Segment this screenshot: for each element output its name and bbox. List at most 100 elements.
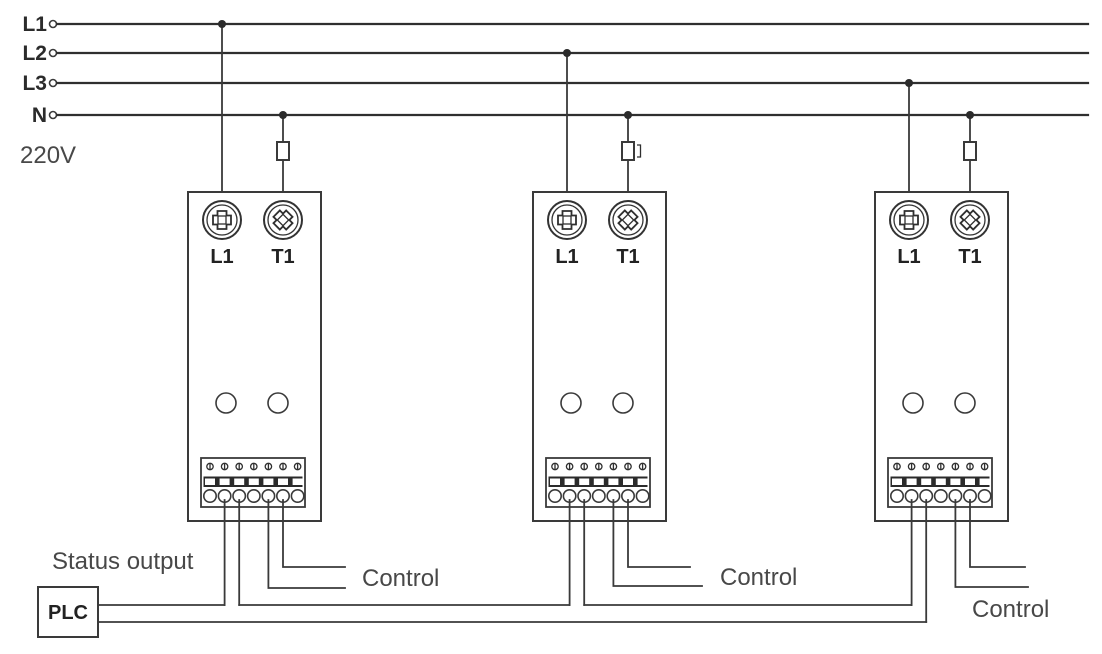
terminal-screw-icon <box>936 462 945 471</box>
terminal-l1-inner-ring <box>206 204 238 236</box>
line-start-terminal-n <box>48 110 58 120</box>
terminal-window <box>637 478 648 485</box>
terminal-label-left: L1 <box>555 246 578 268</box>
junction-dot <box>563 49 571 57</box>
terminal-screw-icon <box>293 462 302 471</box>
line-start-terminal-l1 <box>48 19 58 29</box>
terminal-screw-icon <box>264 462 273 471</box>
terminal-window <box>234 478 245 485</box>
control-label-3: Control <box>972 596 1049 623</box>
terminal-window <box>935 478 946 485</box>
control-wire <box>954 499 1029 588</box>
terminal-window <box>564 478 575 485</box>
terminal-window <box>623 478 633 485</box>
terminal-window <box>950 478 961 485</box>
neutral-label: N <box>32 104 47 127</box>
terminal-screw-icon <box>580 462 589 471</box>
plc: PLC <box>37 586 99 638</box>
terminal-window <box>979 478 990 485</box>
square-cross-screw-icon <box>557 210 577 230</box>
status-output-wiring <box>96 604 928 623</box>
terminal-t1-inner-ring <box>612 204 644 236</box>
terminal-window <box>550 478 560 485</box>
terminal-screw-icon <box>220 462 229 471</box>
terminal-window <box>906 478 917 485</box>
terminal-screw-icon <box>980 462 989 471</box>
plc-box <box>37 586 99 638</box>
led-indicator <box>267 392 289 414</box>
terminal-screw-icon <box>594 462 603 471</box>
status-output-label: Status output <box>52 548 194 575</box>
terminal-screw-icon <box>551 462 559 471</box>
device-2: L1 T1 <box>532 49 703 606</box>
terminal-window <box>205 478 215 485</box>
terminal-screw-icon <box>951 462 960 471</box>
fuse-icon <box>276 141 290 161</box>
control-wire <box>282 499 346 568</box>
device-1: L1 T1 <box>187 20 346 606</box>
terminal-window <box>263 478 274 485</box>
terminal-block <box>200 457 306 508</box>
terminal-label-left: L1 <box>897 246 920 268</box>
device-3: L1 T1 <box>874 79 1029 623</box>
terminal-hole <box>290 488 305 503</box>
control-label-1: Control <box>362 565 439 592</box>
terminal-screw-icon <box>235 462 244 471</box>
terminal-t1-inner-ring <box>267 204 299 236</box>
diamond-cross-screw-icon <box>272 209 294 231</box>
control-wire <box>969 499 1026 568</box>
terminal-screw-icon <box>206 462 214 471</box>
led-indicator <box>954 392 976 414</box>
terminal-block <box>545 457 651 508</box>
terminal-screw-icon <box>279 462 287 471</box>
terminal-label-right: T1 <box>616 246 639 268</box>
terminal-hole <box>591 488 606 503</box>
control-label-2: Control <box>720 564 797 591</box>
junction-dot <box>279 111 287 119</box>
terminal-screw-icon <box>609 462 618 471</box>
plc-label: PLC <box>48 602 88 624</box>
phase-label-l1: L1 <box>22 13 47 36</box>
terminal-hole <box>890 488 904 503</box>
terminal-screw-icon <box>966 462 974 471</box>
terminal-window <box>219 478 230 485</box>
terminal-window <box>292 478 303 485</box>
diamond-cross-screw-icon <box>959 209 981 231</box>
diamond-cross-screw-icon <box>617 209 639 231</box>
line-start-terminal-l2 <box>48 48 58 58</box>
terminal-label-left: L1 <box>210 246 233 268</box>
terminal-screw-icon <box>249 462 258 471</box>
control-wire <box>267 499 346 589</box>
led-indicator <box>612 392 634 414</box>
fuse-tick <box>637 144 642 158</box>
led-indicator <box>215 392 237 414</box>
phase-label-l3: L3 <box>22 72 47 95</box>
junction-dot <box>966 111 974 119</box>
junction-dot <box>218 20 226 28</box>
terminal-screw-icon <box>565 462 574 471</box>
terminal-hole <box>977 488 992 503</box>
power-bus: L1 L2 L3 N 220V <box>20 13 1090 169</box>
line-start-terminal-l3 <box>48 78 58 88</box>
terminal-window <box>892 478 902 485</box>
terminal-hole <box>635 488 650 503</box>
terminal-window <box>608 478 619 485</box>
terminal-label-right: T1 <box>958 246 981 268</box>
phase-label-l2: L2 <box>22 42 47 65</box>
terminal-screw-icon <box>907 462 916 471</box>
terminal-l1-inner-ring <box>551 204 583 236</box>
terminal-hole <box>933 488 948 503</box>
terminal-label-right: T1 <box>271 246 294 268</box>
led-indicator <box>560 392 582 414</box>
terminal-window <box>579 478 590 485</box>
voltage-label: 220V <box>20 142 76 169</box>
terminal-screw-icon <box>624 462 632 471</box>
junction-dot <box>905 79 913 87</box>
terminal-window <box>593 478 604 485</box>
terminal-screw-icon <box>893 462 901 471</box>
terminal-window <box>278 478 288 485</box>
led-indicator <box>902 392 924 414</box>
terminal-block <box>887 457 993 508</box>
